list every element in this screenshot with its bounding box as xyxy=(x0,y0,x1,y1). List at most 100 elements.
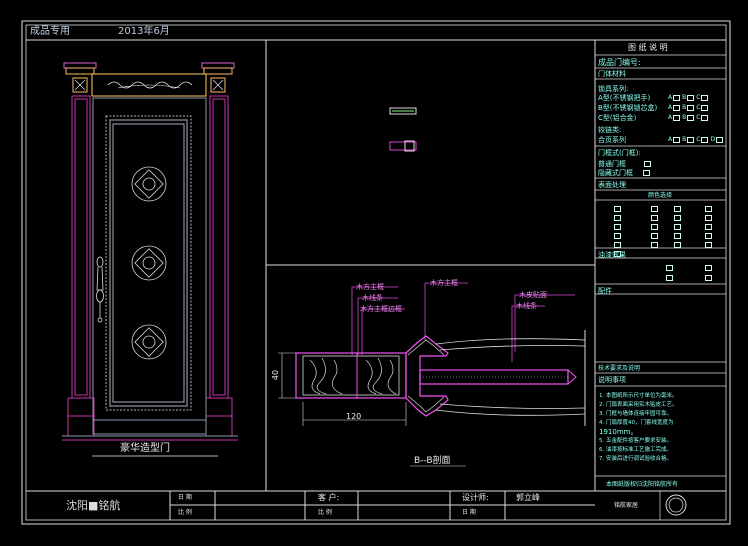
tb-field-2: 比 例 xyxy=(178,509,192,516)
checkbox[interactable] xyxy=(674,241,681,248)
note-line: 1910mm。 xyxy=(599,428,638,436)
lock-row-c: C型(铝合金) xyxy=(598,114,637,122)
note-line: 4. 门扇厚度40，门套线宽度为 xyxy=(599,420,674,426)
checkbox[interactable] xyxy=(651,241,658,248)
frame-row-2[interactable]: 隐藏式门框 xyxy=(598,168,652,178)
company-name: 沈阳■铭航 xyxy=(66,499,121,512)
checkbox[interactable] xyxy=(701,114,709,121)
tb-designer: 设计师: xyxy=(462,493,489,502)
note-line: 3. 门框与墙体连接牢固可靠。 xyxy=(599,411,672,417)
checkbox[interactable] xyxy=(716,136,724,143)
spec-color-head: 颜色选择 xyxy=(648,192,673,199)
checkbox[interactable] xyxy=(701,104,709,111)
spec-section-b: 油漆效果 xyxy=(598,251,626,259)
paint-options[interactable] xyxy=(650,262,714,282)
spec-door-no: 成品门编号: xyxy=(598,58,641,67)
logo-label: 铭航家居 xyxy=(614,502,639,509)
lock-row-b: B型(不锈钢锁芯盒) xyxy=(598,104,658,112)
checkbox[interactable] xyxy=(687,114,695,121)
spec-material: 门体材料 xyxy=(598,70,626,78)
checkbox[interactable] xyxy=(673,94,681,101)
checkbox[interactable] xyxy=(705,223,712,230)
checkbox[interactable] xyxy=(701,136,709,143)
checkbox[interactable] xyxy=(673,104,681,111)
checkbox[interactable] xyxy=(614,205,621,212)
checkbox[interactable] xyxy=(673,114,681,121)
notes-title: 说明事项 xyxy=(598,376,626,384)
callout-1: 木方主框 xyxy=(356,283,384,291)
checkbox[interactable] xyxy=(705,205,712,212)
section-title: B--B剖面 xyxy=(414,456,451,466)
logo-mark xyxy=(665,494,687,516)
checkbox[interactable] xyxy=(614,232,621,239)
checkbox[interactable] xyxy=(651,214,658,221)
note-line: 2. 门扇表面采用实木贴皮工艺。 xyxy=(599,402,678,408)
checkbox[interactable] xyxy=(614,250,621,257)
header-date: 2013年6月 xyxy=(118,26,170,37)
door-caption: 豪华造型门 xyxy=(120,443,170,454)
door-handle xyxy=(96,256,104,323)
section-bb xyxy=(278,282,586,467)
spec-section-c: 配件 xyxy=(598,287,612,295)
checkbox[interactable] xyxy=(651,223,658,230)
header-stamp: 成品专用 xyxy=(30,26,70,37)
checkbox[interactable] xyxy=(701,94,709,101)
checkbox[interactable] xyxy=(644,161,652,167)
note-line: 1. 本图纸所示尺寸单位为毫米。 xyxy=(599,393,678,399)
callout-6: 木线条 xyxy=(516,302,537,310)
checkbox[interactable] xyxy=(705,241,712,248)
checkbox[interactable] xyxy=(673,136,681,143)
note-line: 7. 安装后进行调试验收合格。 xyxy=(599,456,672,462)
checkbox[interactable] xyxy=(666,274,673,281)
checkbox[interactable] xyxy=(674,232,681,239)
callout-3: 木方主框边框 xyxy=(360,305,402,313)
note-line: 6. 油漆按标准工艺施工完成。 xyxy=(599,447,672,453)
checkbox[interactable] xyxy=(687,136,695,143)
door-elevation xyxy=(62,62,238,457)
notes-list: 1. 本图纸所示尺寸单位为毫米。 2. 门扇表面采用实木贴皮工艺。 3. 门框与… xyxy=(599,392,723,464)
tb-field-4: 日 期 xyxy=(462,509,476,516)
sheet-border xyxy=(21,20,731,525)
spec-hinge-label: 铰链类: xyxy=(598,126,622,134)
tb-field-1: 日 期 xyxy=(178,494,192,501)
checkbox[interactable] xyxy=(687,104,695,111)
color-grid[interactable] xyxy=(598,203,724,257)
checkbox[interactable] xyxy=(614,241,621,248)
spec-hinge-row: 合页系列 xyxy=(598,136,626,144)
detail-symbols xyxy=(389,107,417,152)
checkbox[interactable] xyxy=(614,223,621,230)
checkbox[interactable] xyxy=(705,274,712,281)
spec-frame-label: 门框式(门框): xyxy=(598,149,641,157)
spec-section-a: 表面处理 xyxy=(598,181,626,189)
checkbox[interactable] xyxy=(674,205,681,212)
tb-designer-name: 郭立峰 xyxy=(516,493,540,502)
callout-2: 木线条 xyxy=(362,294,383,302)
checkbox[interactable] xyxy=(687,94,695,101)
dim-height: 40 xyxy=(271,369,281,381)
lock-row-a: A型(不锈钢把手) xyxy=(598,94,651,102)
checkbox[interactable] xyxy=(614,214,621,221)
dim-width: 120 xyxy=(346,412,362,421)
checkbox[interactable] xyxy=(643,170,651,176)
checkbox[interactable] xyxy=(651,205,658,212)
checkbox[interactable] xyxy=(705,214,712,221)
checkbox[interactable] xyxy=(651,232,658,239)
tb-field-3: 比 例 xyxy=(318,509,332,516)
frame-row-1[interactable]: 普通门框 xyxy=(598,159,653,169)
checkbox[interactable] xyxy=(705,232,712,239)
checkbox[interactable] xyxy=(705,264,712,271)
tb-customer: 客 户: xyxy=(318,493,340,502)
callout-5: 木皮贴面 xyxy=(519,291,547,299)
checkbox[interactable] xyxy=(666,264,673,271)
checkbox[interactable] xyxy=(674,214,681,221)
spec-title: 图 纸 说 明 xyxy=(628,43,668,52)
notes-head: 技术要求及说明 xyxy=(598,365,641,372)
spec-lock-label: 锁具系列: xyxy=(598,85,629,93)
footer-note: 本图纸版权归沈阳铭航所有 xyxy=(606,481,679,488)
checkbox[interactable] xyxy=(674,223,681,230)
